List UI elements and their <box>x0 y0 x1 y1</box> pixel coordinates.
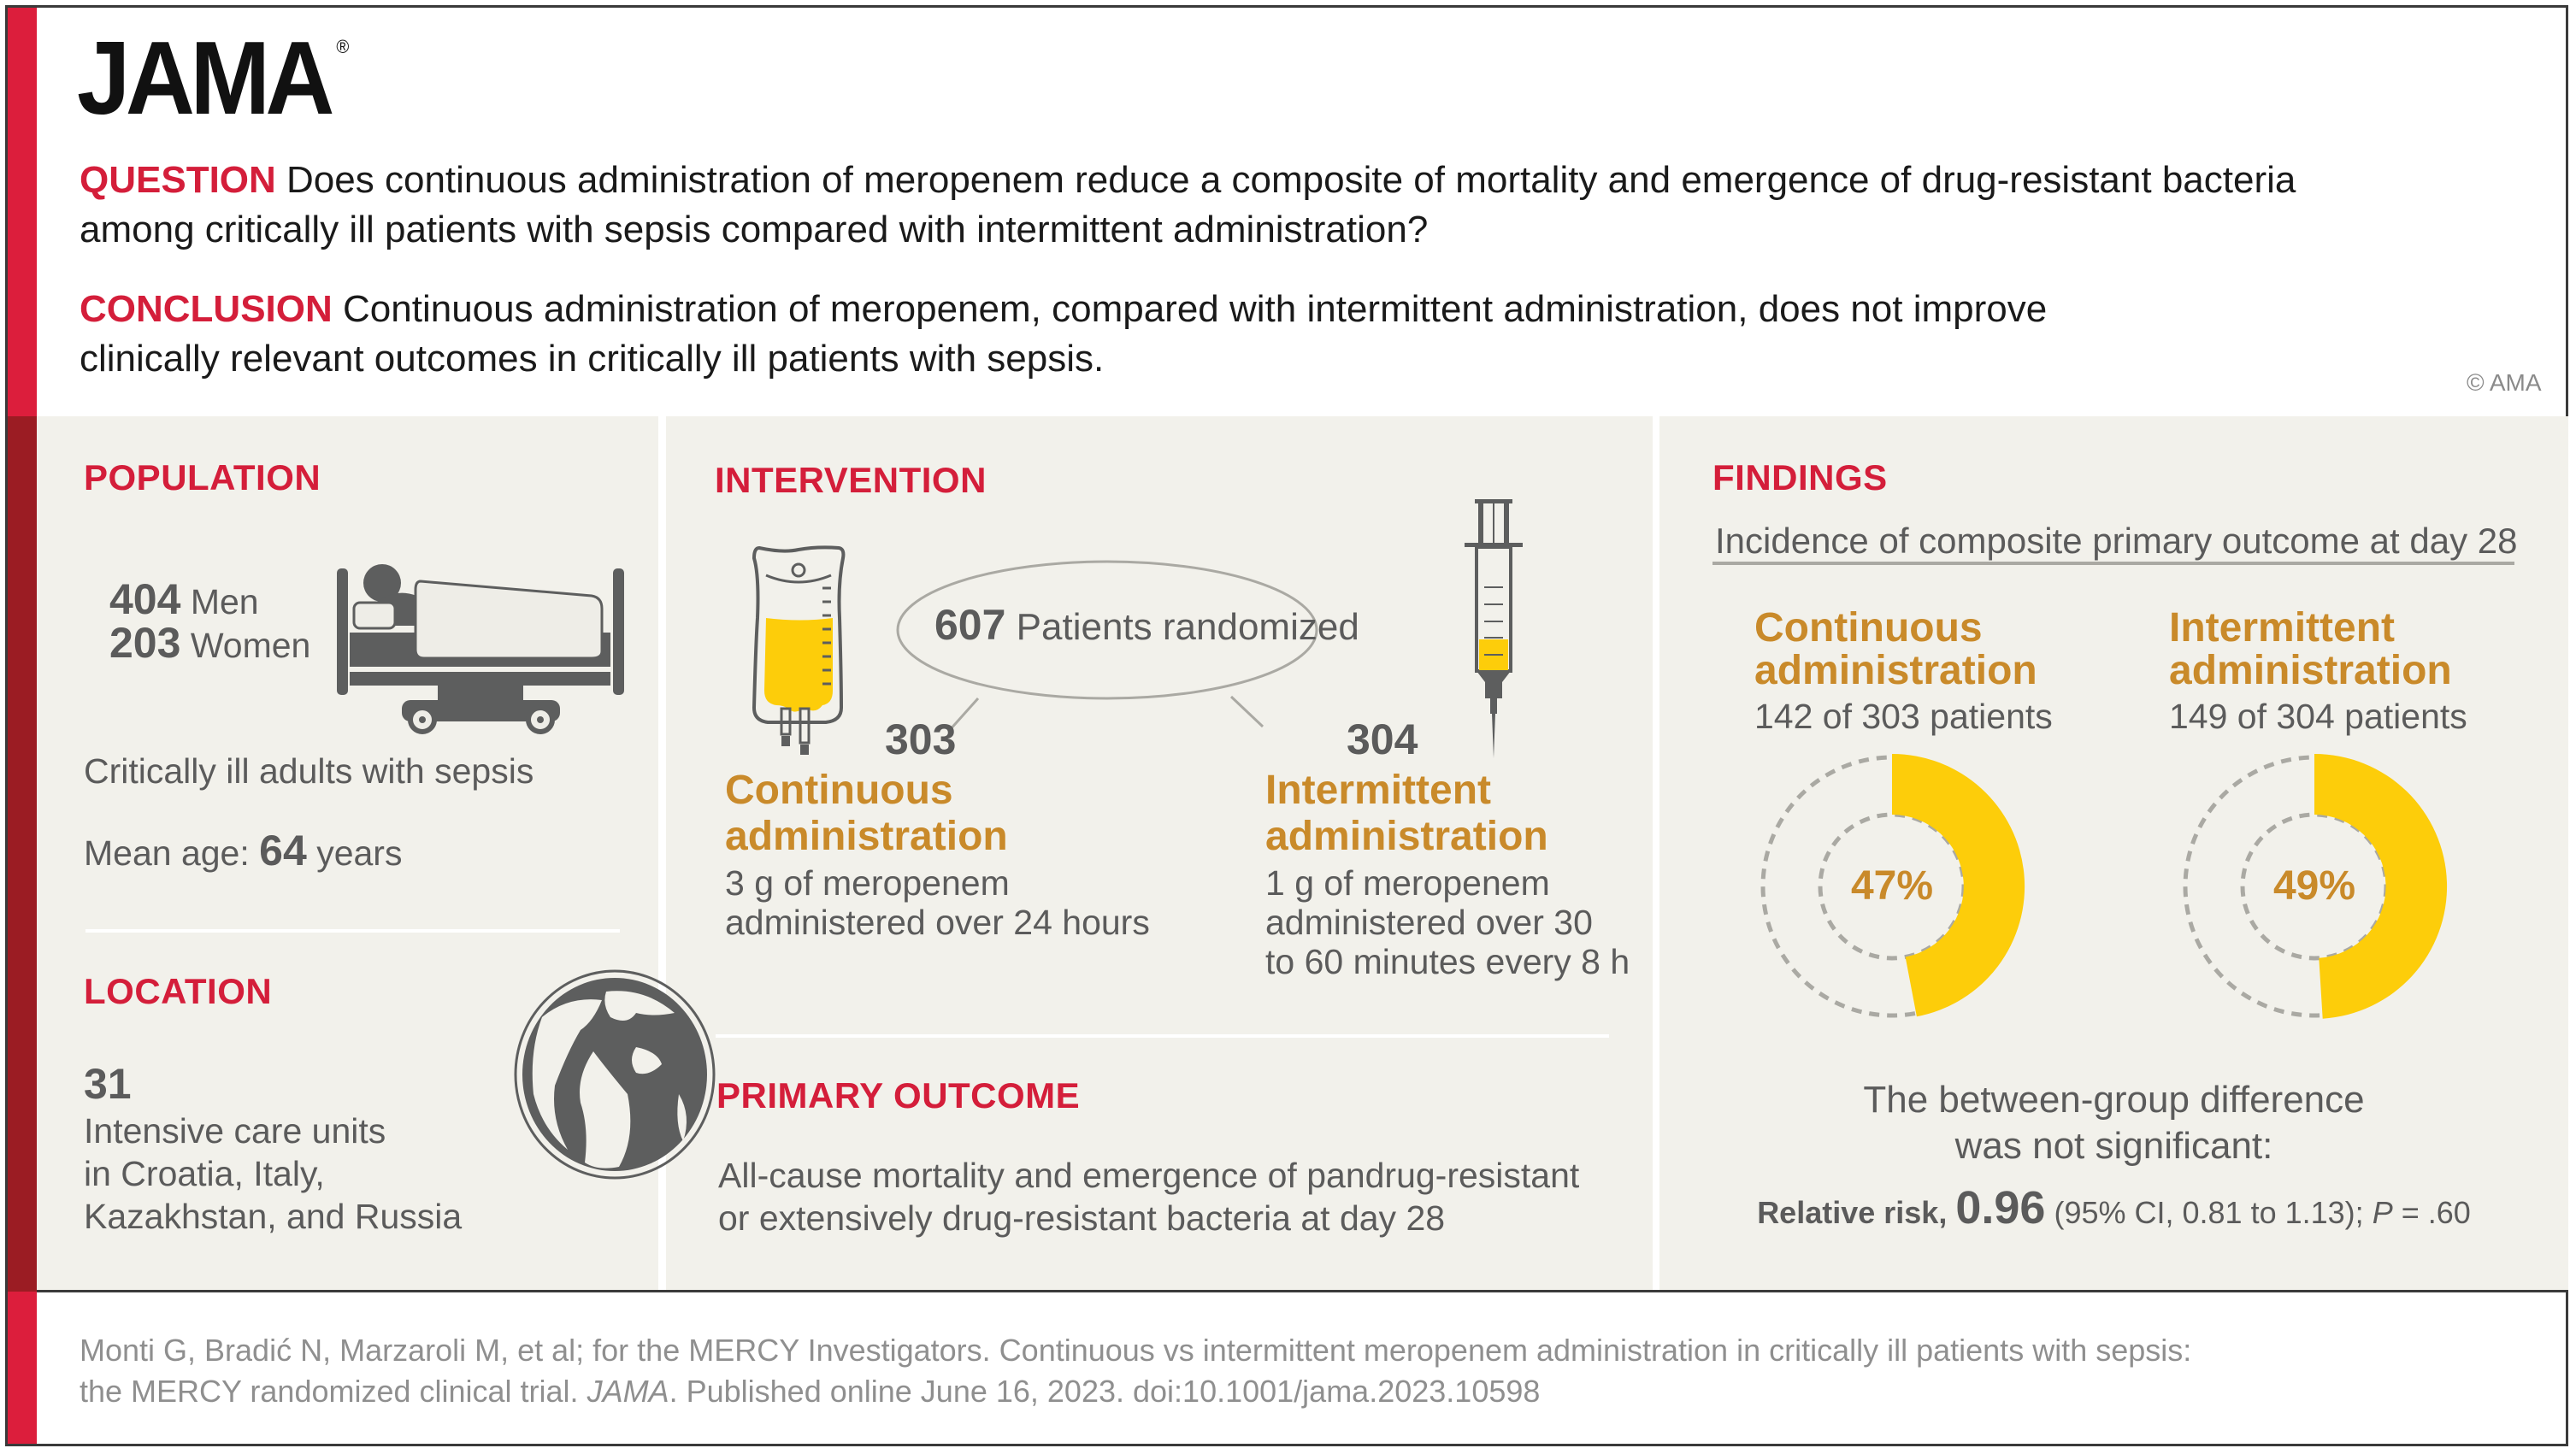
donut-slice-intermittent <box>2314 754 2448 1019</box>
randomized-row: 607 Patients randomized <box>934 603 1359 649</box>
syringe-icon <box>1465 499 1523 758</box>
findings-subtitle: Incidence of composite primary outcome a… <box>1715 521 2518 561</box>
globe-icon <box>514 969 716 1180</box>
citation-text-post: . Published online June 16, 2023. doi:10… <box>669 1374 1541 1409</box>
intermittent-title-2: administration <box>1265 814 1548 859</box>
intermittent-count: 304 <box>1347 715 1418 763</box>
accent-strip-top <box>8 8 37 416</box>
p-value: = .60 <box>2401 1195 2471 1230</box>
continuous-detail-1: 3 g of meropenem <box>725 863 1010 903</box>
findings-continuous-title-1: Continuous <box>1754 605 1983 650</box>
registered-mark: ® <box>336 36 350 57</box>
accent-strip-middle <box>8 416 37 1292</box>
findings-continuous-count: 142 of 303 patients <box>1754 697 2053 736</box>
mean-age-row: Mean age: 64 years <box>84 829 402 874</box>
continuous-title-1: Continuous <box>725 768 953 813</box>
continuous-title-2: administration <box>725 814 1008 859</box>
women-count-row: 203 Women <box>109 621 310 667</box>
intervention-divider <box>716 1034 1609 1038</box>
conclusion-line-2: clinically relevant outcomes in critical… <box>80 334 2473 384</box>
location-line-2: in Croatia, Italy, <box>84 1154 325 1193</box>
rr-label: Relative risk, <box>1757 1195 1948 1230</box>
conclusion-line-1: CONCLUSION Continuous administration of … <box>80 285 2473 334</box>
relative-risk-row: Relative risk, 0.96 (95% CI, 0.81 to 1.1… <box>1659 1185 2568 1234</box>
findings-heading: FINDINGS <box>1712 457 1888 497</box>
randomization-ellipse <box>896 560 1318 733</box>
question-label: QUESTION <box>80 159 276 201</box>
intermittent-detail-3: to 60 minutes every 8 h <box>1265 942 1630 981</box>
primary-outcome-heading: PRIMARY OUTCOME <box>716 1075 1081 1116</box>
women-count: 203 <box>109 619 181 667</box>
findings-intermittent-title-1: Intermittent <box>2169 605 2395 650</box>
rr-ci: (95% CI, 0.81 to 1.13); <box>2054 1195 2364 1230</box>
mean-age-label: Mean age: <box>84 833 250 873</box>
location-count: 31 <box>84 1060 132 1108</box>
conclusion-text-1: Continuous administration of meropenem, … <box>343 288 2048 330</box>
donut-chart-continuous <box>1760 754 2025 1018</box>
location-heading: LOCATION <box>84 971 273 1011</box>
population-divider <box>85 929 620 933</box>
intermittent-detail-2: administered over 30 <box>1265 903 1593 942</box>
donut-chart-intermittent <box>2183 754 2448 1019</box>
question-text-2: among critically ill patients with sepsi… <box>80 209 1429 250</box>
p-label: P <box>2372 1195 2393 1230</box>
donut-label-continuous: 47% <box>1850 863 1934 909</box>
question-line-1: QUESTION Does continuous administration … <box>80 156 2473 205</box>
conclusion-label: CONCLUSION <box>80 288 333 330</box>
hospital-bed-icon <box>337 564 624 734</box>
primary-outcome-line-1: All-cause mortality and emergence of pan… <box>718 1156 1580 1195</box>
summary-line-1: The between-group difference <box>1863 1079 2365 1121</box>
mean-age-value: 64 <box>259 827 307 874</box>
men-count: 404 <box>109 575 181 623</box>
population-heading: POPULATION <box>84 457 321 497</box>
intermittent-title-1: Intermittent <box>1265 768 1491 813</box>
intervention-heading: INTERVENTION <box>715 460 987 500</box>
summary-line-2: was not significant: <box>1954 1125 2273 1167</box>
citation-journal: JAMA <box>587 1374 669 1409</box>
question-line-2: among critically ill patients with sepsi… <box>80 205 2473 255</box>
iv-bag-icon <box>752 545 846 755</box>
citation-line-1: Monti G, Bradić N, Marzaroli M, et al; f… <box>80 1333 2192 1368</box>
mean-age-unit: years <box>316 833 403 873</box>
intervention-panel <box>666 416 1653 1292</box>
men-count-row: 404 Men <box>109 578 259 623</box>
women-label: Women <box>190 626 311 665</box>
logo-text: JAMA <box>77 20 334 136</box>
donut-slice-continuous <box>1892 754 2025 1017</box>
intermittent-detail-1: 1 g of meropenem <box>1265 863 1550 903</box>
question-text-1: Does continuous administration of merope… <box>286 159 2296 201</box>
citation-line-2: the MERCY randomized clinical trial. JAM… <box>80 1371 1540 1412</box>
findings-intermittent-title-2: administration <box>2169 648 2452 693</box>
panels-bottom-rule <box>37 1290 2568 1292</box>
donut-label-intermittent: 49% <box>2272 863 2356 909</box>
continuous-count: 303 <box>885 715 957 763</box>
population-description: Critically ill adults with sepsis <box>84 751 534 791</box>
rr-value: 0.96 <box>1955 1182 2046 1233</box>
findings-continuous-title-2: administration <box>1754 648 2037 693</box>
copyright: © AMA <box>2467 369 2542 396</box>
findings-intermittent-count: 149 of 304 patients <box>2169 697 2467 736</box>
findings-subtitle-rule <box>1712 562 2514 565</box>
location-line-1: Intensive care units <box>84 1111 386 1151</box>
randomized-count: 607 <box>934 601 1006 649</box>
men-label: Men <box>190 582 259 621</box>
location-line-3: Kazakhstan, and Russia <box>84 1197 463 1236</box>
accent-strip-bottom <box>8 1292 37 1444</box>
randomized-label: Patients randomized <box>1016 606 1359 648</box>
citation-text-pre: the MERCY randomized clinical trial. <box>80 1374 579 1409</box>
primary-outcome-line-2: or extensively drug-resistant bacteria a… <box>718 1198 1446 1238</box>
continuous-detail-2: administered over 24 hours <box>725 903 1150 942</box>
conclusion-text-2: clinically relevant outcomes in critical… <box>80 338 1105 380</box>
jama-logo: JAMA® <box>77 26 349 130</box>
